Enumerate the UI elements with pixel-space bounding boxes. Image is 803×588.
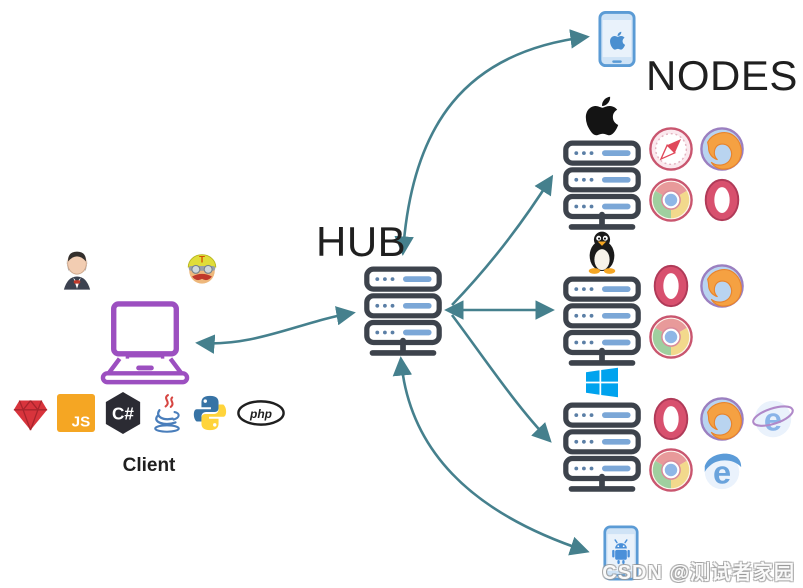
- edge-browser-icon: e: [699, 447, 745, 493]
- svg-text:C#: C#: [112, 404, 134, 424]
- ie-browser-icon: e: [750, 396, 796, 442]
- chrome-browser-icon: [648, 177, 694, 223]
- android-phone-icon: [603, 524, 639, 587]
- java-language-icon: [151, 393, 183, 433]
- csharp-language-icon: C#: [103, 391, 143, 435]
- linux-logo-icon: [583, 230, 621, 274]
- python-language-icon: [191, 394, 229, 432]
- client-label: Client: [122, 455, 176, 476]
- arrow-hub-to-iphone: [394, 29, 590, 256]
- opera-browser-icon: [648, 396, 694, 442]
- svg-text:T: T: [199, 254, 205, 265]
- firefox-browser-icon: [699, 396, 745, 442]
- apple-logo-icon: [583, 94, 621, 138]
- arrow-hub-to-mac-node: [451, 174, 554, 306]
- jenkins-icon: [62, 247, 92, 296]
- server-icon: [562, 140, 642, 237]
- php-language-icon: php: [237, 400, 285, 426]
- arrow-hub-to-android: [392, 356, 590, 556]
- arrow-hub-to-windows-node: [450, 314, 552, 443]
- opera-browser-icon: [648, 263, 694, 309]
- ruby-language-icon: [12, 395, 49, 432]
- svg-text:e: e: [713, 454, 731, 490]
- nodes-label: NODES: [646, 52, 798, 99]
- hub-server-icon: [363, 266, 443, 363]
- safari-browser-icon: [648, 126, 694, 172]
- client-language-icons: JS C# php: [12, 391, 285, 435]
- firefox-browser-icon: [699, 126, 745, 172]
- svg-text:php: php: [249, 407, 272, 421]
- windows-logo-icon: [585, 366, 619, 400]
- iphone-icon: [598, 10, 636, 73]
- server-icon: [562, 402, 642, 499]
- chrome-browser-icon: [648, 314, 694, 360]
- server-icon: [562, 276, 642, 373]
- arrow-hub-to-client: [195, 306, 356, 354]
- laptop-icon: [97, 300, 193, 393]
- js-language-icon: JS: [57, 394, 95, 432]
- hub-label: HUB: [316, 218, 407, 265]
- opera-browser-icon: [699, 177, 745, 223]
- svg-text:JS: JS: [72, 413, 91, 430]
- travis-icon: T: [184, 247, 220, 292]
- firefox-browser-icon: [699, 263, 745, 309]
- watermark: CSDN @测试者家园: [602, 562, 795, 584]
- chrome-browser-icon: [648, 447, 694, 493]
